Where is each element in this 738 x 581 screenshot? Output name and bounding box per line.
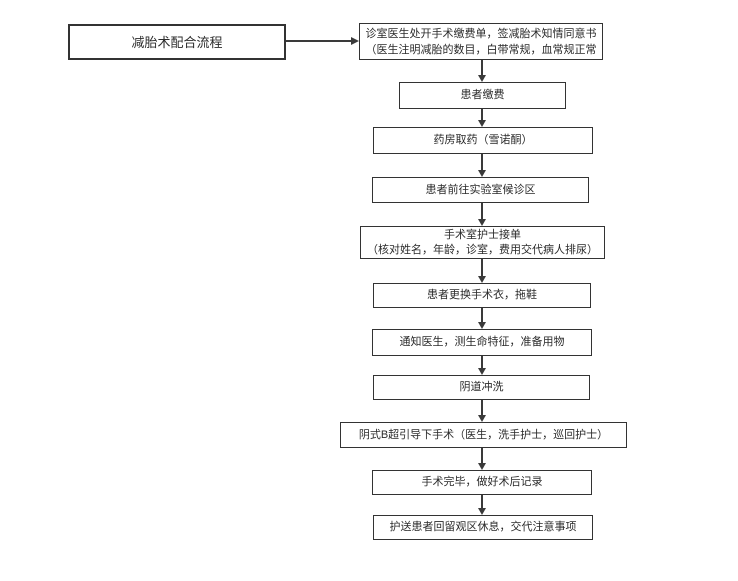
connector-step5-to-step6-arrow bbox=[481, 259, 483, 276]
step-text: 手术室护士接单 bbox=[444, 228, 521, 241]
connector-step1-to-step2-arrow bbox=[481, 60, 483, 75]
step-or-nurse-receives-order: 手术室护士接单 （核对姓名，年龄，诊室，费用交代病人排尿） bbox=[360, 226, 605, 259]
flow-title-label: 减胎术配合流程 bbox=[131, 34, 223, 50]
connector-step7-to-step8-arrow bbox=[481, 356, 483, 368]
step-change-gown-slippers: 患者更换手术衣，拖鞋 bbox=[373, 283, 591, 308]
flow-title-box: 减胎术配合流程 bbox=[68, 24, 286, 60]
connector-step9-to-step10-arrow bbox=[481, 448, 483, 463]
step-pharmacy-pickup: 药房取药（雪诺酮） bbox=[373, 127, 593, 154]
connector-step10-to-step11-arrow bbox=[481, 495, 483, 508]
step-vaginal-irrigation: 阴道冲洗 bbox=[373, 375, 590, 400]
connector-step2-to-step3-arrow bbox=[481, 109, 483, 120]
connector-step4-to-step5-arrow bbox=[481, 203, 483, 219]
step-text: 阴式B超引导下手术（医生，洗手护士，巡回护士） bbox=[358, 428, 609, 441]
step-text: 通知医生，测生命特征，准备用物 bbox=[399, 336, 565, 348]
step-text: 手术完毕，做好术后记录 bbox=[421, 476, 543, 488]
step-notify-doctor-vitals-prep: 通知医生，测生命特征，准备用物 bbox=[372, 329, 592, 356]
step-text: 药房取药（雪诺酮） bbox=[433, 134, 533, 146]
connector-step8-to-step9-arrow bbox=[481, 400, 483, 415]
step-doctor-issues-payment-form: 诊室医生处开手术缴费单，签减胎术知情同意书 （医生注明减胎的数目，白带常规，血常… bbox=[359, 23, 603, 60]
step-text: 阴道冲洗 bbox=[459, 381, 504, 393]
step-surgery-complete-records: 手术完毕，做好术后记录 bbox=[372, 470, 592, 495]
step-go-to-lab-waiting-area: 患者前往实验室候诊区 bbox=[372, 177, 589, 203]
step-text: 患者缴费 bbox=[460, 89, 505, 101]
connector-title-to-step1-arrow bbox=[286, 40, 351, 42]
connector-step6-to-step7-arrow bbox=[481, 308, 483, 322]
step-escort-to-observation: 护送患者回留观区休息，交代注意事项 bbox=[373, 515, 593, 540]
step-text: （核对姓名，年龄，诊室，费用交代病人排尿） bbox=[367, 243, 598, 256]
step-text: 护送患者回留观区休息，交代注意事项 bbox=[389, 521, 577, 533]
step-text: 诊室医生处开手术缴费单，签减胎术知情同意书 bbox=[365, 27, 597, 40]
connector-step3-to-step4-arrow bbox=[481, 154, 483, 170]
step-text: 患者前往实验室候诊区 bbox=[425, 183, 536, 196]
step-text: （医生注明减胎的数目，白带常规，血常规正常 bbox=[365, 43, 597, 56]
step-surgery-under-ultrasound: 阴式B超引导下手术（医生，洗手护士，巡回护士） bbox=[340, 422, 627, 448]
step-text: 患者更换手术衣，拖鞋 bbox=[427, 289, 537, 301]
step-patient-pays: 患者缴费 bbox=[399, 82, 566, 109]
